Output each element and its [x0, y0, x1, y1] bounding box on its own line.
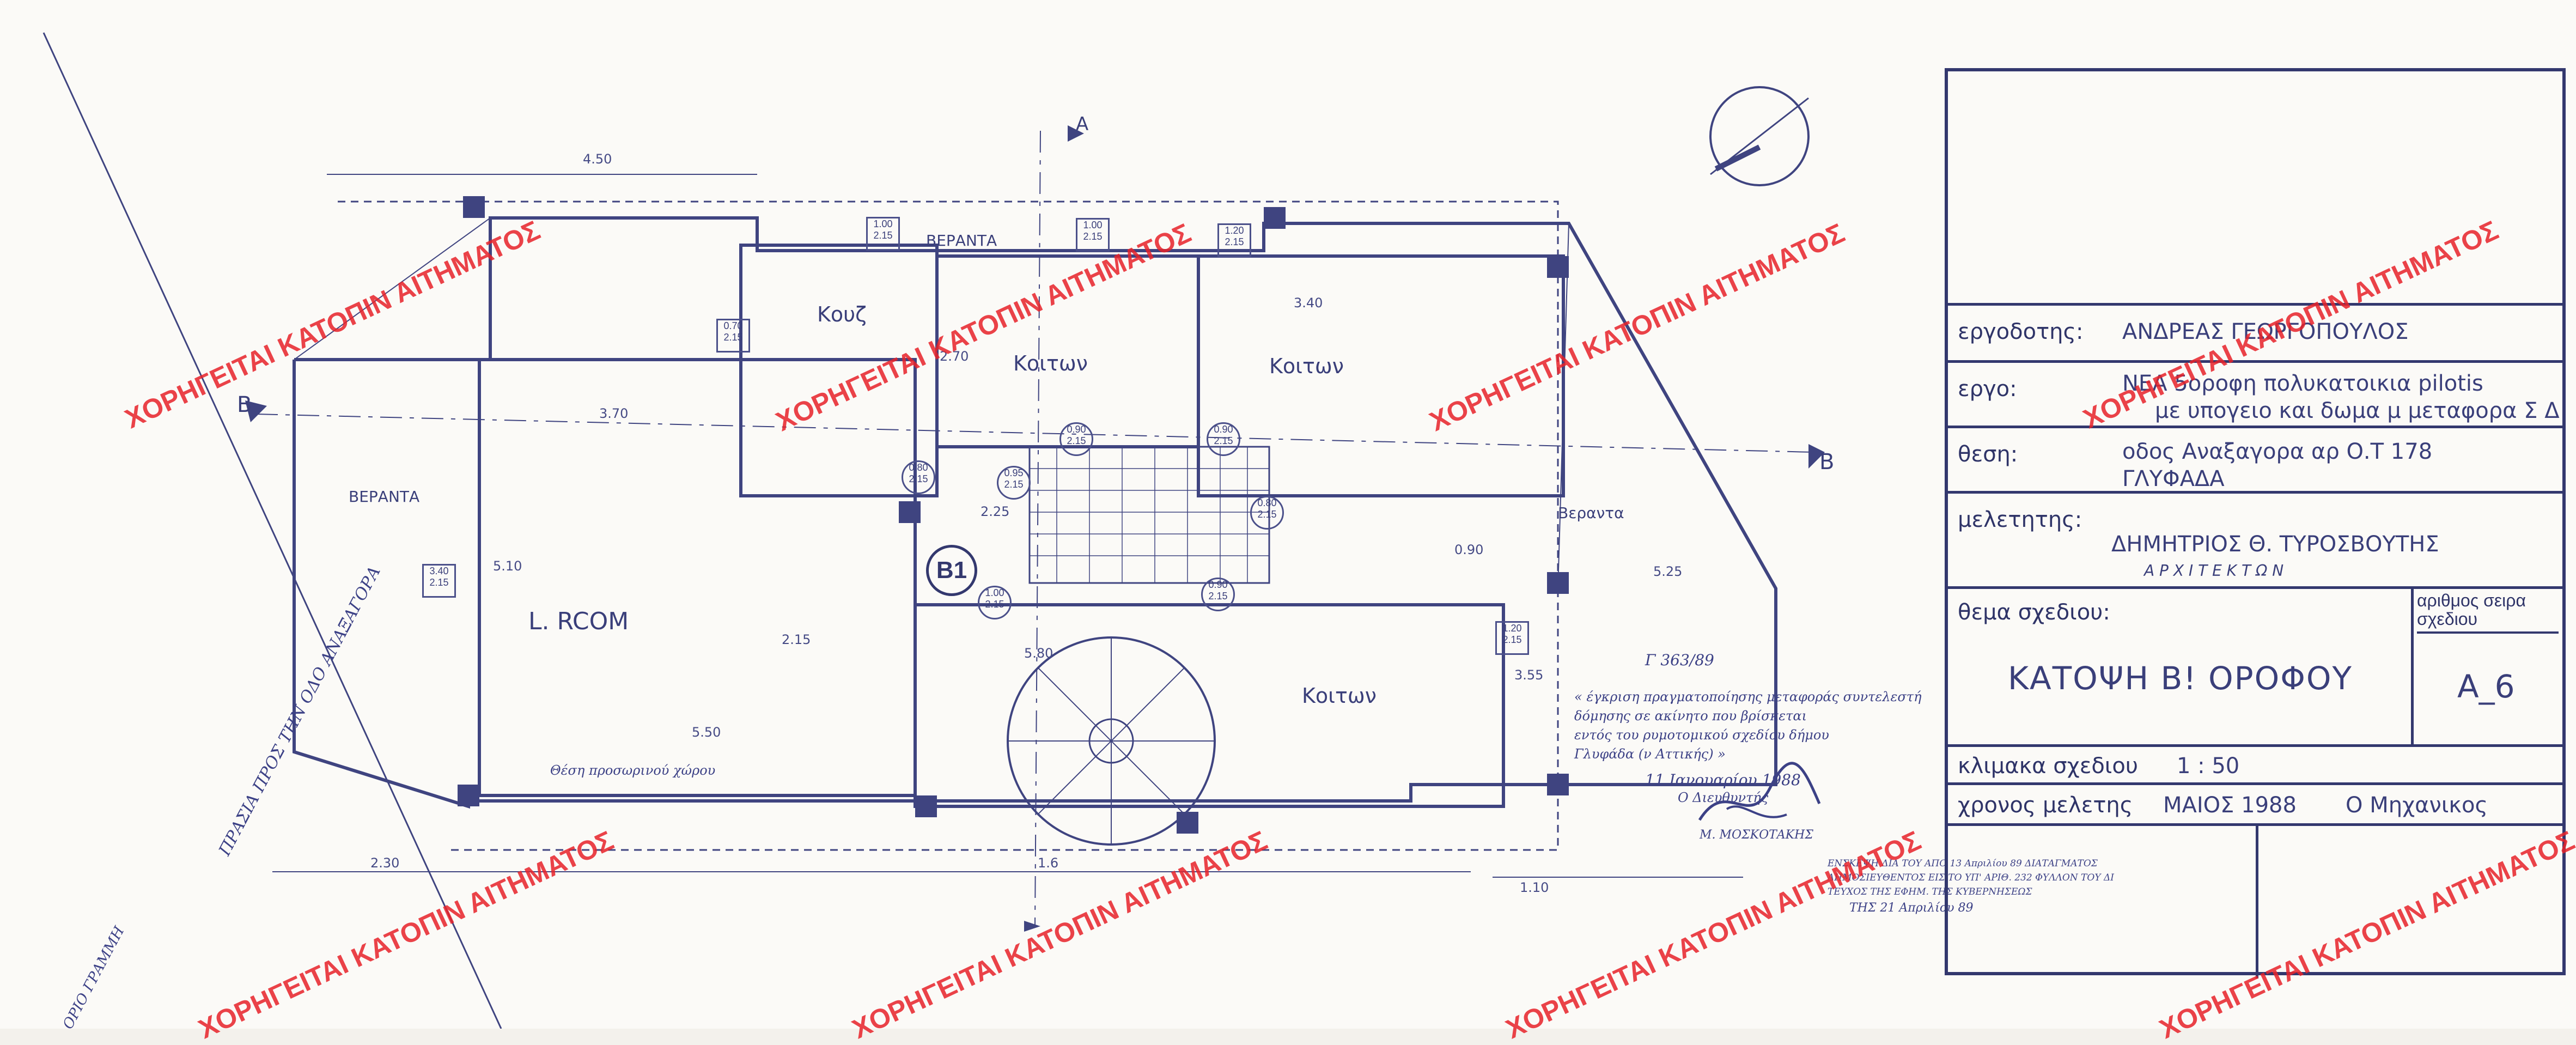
tb-engineer-label: Ο Μηχανικος — [2346, 793, 2488, 818]
door-tag: 0.80 2.15 — [1250, 496, 1284, 530]
dimension: 3.40 — [1294, 295, 1323, 311]
room-label-bedroom-1: Κοιτων — [1013, 351, 1088, 375]
section-mark-b-right: B — [1819, 449, 1835, 475]
section-mark-a: A — [1076, 113, 1089, 135]
annotation-line-1: « έγκριση πραγματοποίησης μεταφοράς συντ… — [1574, 689, 1922, 704]
window-tag: 3.40 2.15 — [422, 564, 456, 598]
tb-location-value-1: οδος Αναξαγορα αρ Ο.Τ 178 — [2122, 439, 2433, 464]
stamp-line-3: ΤΕΥΧΟΣ ΤΗΣ ΕΦΗΜ. ΤΗΣ ΚΥΒΕΡΝΗΣΕΩΣ — [1828, 886, 2032, 897]
door-tag: 1.00 2.15 — [978, 586, 1012, 619]
door-tag: 0.95 2.15 — [997, 466, 1031, 500]
tb-project-label: εργο: — [1958, 376, 2017, 402]
section-mark-b-left: B — [237, 392, 252, 417]
title-block: εργοδοτης: ΑΝΔΡΕΑΣ ΓΕΩΡΓΟΠΟΥΛΟΣ εργο: ΝΕ… — [1945, 68, 2566, 979]
tb-row-location: θεση: οδος Αναξαγορα αρ Ο.Τ 178 ΓΛΥΦΑΔΑ — [1948, 426, 2562, 491]
door-tag: 0.90 2.15 — [1201, 578, 1235, 611]
tb-designer-title: Α Ρ Χ Ι Τ Ε Κ Τ Ω Ν — [2144, 562, 2284, 580]
room-label-kitchen: Κουζ — [817, 302, 867, 326]
tb-location-value-2: ΓΛΥΦΑΔΑ — [2122, 466, 2225, 491]
dimension: 5.80 — [1024, 646, 1053, 661]
tb-row-date: χρονος μελετης ΜΑΙΟΣ 1988 Ο Μηχανικος — [1948, 782, 2562, 823]
annotation-signer: Μ. ΜΟΣΚΟΤΑΚΗΣ — [1700, 828, 1813, 842]
window-tag: 1.00 2.15 — [1076, 218, 1110, 252]
tb-divider — [2256, 826, 2258, 979]
floor-plan-drawing — [42, 32, 1825, 1029]
dimension: 5.25 — [1653, 564, 1683, 579]
tb-row-signatures — [1948, 823, 2562, 979]
tb-sheet-value: Α_6 — [2457, 668, 2515, 705]
window-tag: 1.20 2.15 — [1495, 621, 1529, 655]
terrace-note: Θέση προσωρινού χώρου — [550, 763, 716, 778]
veranda-label-left: ΒΕΡΑΝΤΑ — [349, 488, 420, 506]
tb-sheet-label: αριθμος σειρα σχεδιου — [2417, 591, 2559, 634]
veranda-label-right: Βεραντα — [1558, 504, 1624, 522]
tb-designer-name: ΔΗΜΗΤΡΙΟΣ Θ. ΤΥΡΟΣΒΟΥΤΗΣ — [2111, 532, 2439, 557]
tb-row-subject: θεμα σχεδιου: ΚΑΤΟΨΗ Β! ΟΡΟΦΟΥ αριθμος σ… — [1948, 586, 2562, 744]
tb-scale-value: 1 : 50 — [2177, 754, 2240, 779]
dimension: 2.30 — [370, 855, 400, 871]
dimension: 5.10 — [493, 558, 522, 574]
stamp-line-1: ΕΝΣΚΕΨΗ ΔΙΑ ΤΟΥ ΑΠΟ 13 Απριλίου 89 ΔΙΑΤΑ… — [1828, 858, 2098, 869]
dimension: 4.50 — [583, 151, 612, 167]
approval-stamp: ΕΝΣΚΕΨΗ ΔΙΑ ΤΟΥ ΑΠΟ 13 Απριλίου 89 ΔΙΑΤΑ… — [1828, 856, 2176, 918]
stamp-line-4: ΤΗΣ 21 Απριλίου 89 — [1849, 901, 1974, 915]
window-tag: 1.20 2.15 — [1217, 223, 1251, 257]
room-label-bedroom-3: Κοιτων — [1302, 684, 1377, 708]
annotation-line-4: Γλυφάδα (ν Αττικής) » — [1574, 746, 1726, 762]
tb-date-value: ΜΑΙΟΣ 1988 — [2163, 793, 2297, 818]
door-tag: 0.90 2.15 — [1059, 422, 1093, 456]
dimension: 2.25 — [981, 504, 1010, 519]
veranda-label-top: ΒΕΡΑΝΤΑ — [926, 232, 997, 250]
stamp-line-2: ΔΗΜΟΣΙΕΥΘΕΝΤΟΣ ΕΙΣ ΤΟ ΥΠ' ΑΡΙΘ. 232 ΦΥΛΛ… — [1828, 872, 2114, 883]
tb-row-designer: μελετητης: ΔΗΜΗΤΡΙΟΣ Θ. ΤΥΡΟΣΒΟΥΤΗΣ Α Ρ … — [1948, 491, 2562, 586]
tb-employer-label: εργοδοτης: — [1958, 319, 2084, 344]
handwritten-signature — [1698, 762, 1821, 821]
window-tag: 0.70 2.15 — [716, 319, 750, 353]
tb-subject-value: ΚΑΤΟΨΗ Β! ΟΡΟΦΟΥ — [2008, 660, 2353, 697]
door-tag: 0.90 2.15 — [1207, 422, 1240, 456]
tb-subject-label: θεμα σχεδιου: — [1958, 600, 2110, 625]
room-label-bedroom-2: Κοιτων — [1269, 354, 1344, 378]
tb-project-value-1: ΝΕΑ 5οροφη πολυκατοικια pilotis — [2122, 371, 2483, 396]
dimension: 1.6 — [1038, 855, 1059, 871]
dimension: 3.70 — [599, 406, 629, 421]
tb-employer-value: ΑΝΔΡΕΑΣ ΓΕΩΡΓΟΠΟΥΛΟΣ — [2122, 319, 2409, 344]
tb-designer-label: μελετητης: — [1958, 507, 2082, 532]
dimension: 3.55 — [1514, 667, 1544, 683]
tb-location-label: θεση: — [1958, 442, 2018, 467]
tb-row-scale: κλιμακα σχεδιου 1 : 50 — [1948, 744, 2562, 782]
annotation-line-2: δόμησης σε ακίνητο που βρίσκεται — [1574, 708, 1807, 724]
room-label-living-room: L. RCOM — [528, 607, 629, 635]
unit-label-b1: B1 — [926, 545, 977, 596]
tb-row-project: εργο: ΝΕΑ 5οροφη πολυκατοικια pilotis με… — [1948, 360, 2562, 426]
annotation-line-3: εντός του ρυμοτομικού σχεδίου δήμου — [1574, 727, 1829, 743]
tb-scale-label: κλιμακα σχεδιου — [1958, 754, 2138, 779]
door-tag: 0.80 2.15 — [902, 460, 935, 494]
tb-row-employer: εργοδοτης: ΑΝΔΡΕΑΣ ΓΕΩΡΓΟΠΟΥΛΟΣ — [1948, 303, 2562, 360]
tb-project-value-2: με υπογειο και δωμα μ μεταφορα Σ Δ — [2155, 398, 2560, 423]
dimension: 1.10 — [1520, 880, 1549, 895]
dimension: 2.15 — [782, 632, 811, 647]
dimension: 5.50 — [692, 725, 721, 740]
annotation-ref: Γ 363/89 — [1645, 651, 1714, 669]
tb-sheet-cell: αριθμος σειρα σχεδιου Α_6 — [2411, 589, 2566, 744]
dimension: 0.90 — [1454, 542, 1484, 557]
window-tag: 1.00 2.15 — [866, 217, 900, 251]
tb-date-label: χρονος μελετης — [1958, 793, 2133, 818]
dimension: 2.70 — [940, 349, 969, 364]
